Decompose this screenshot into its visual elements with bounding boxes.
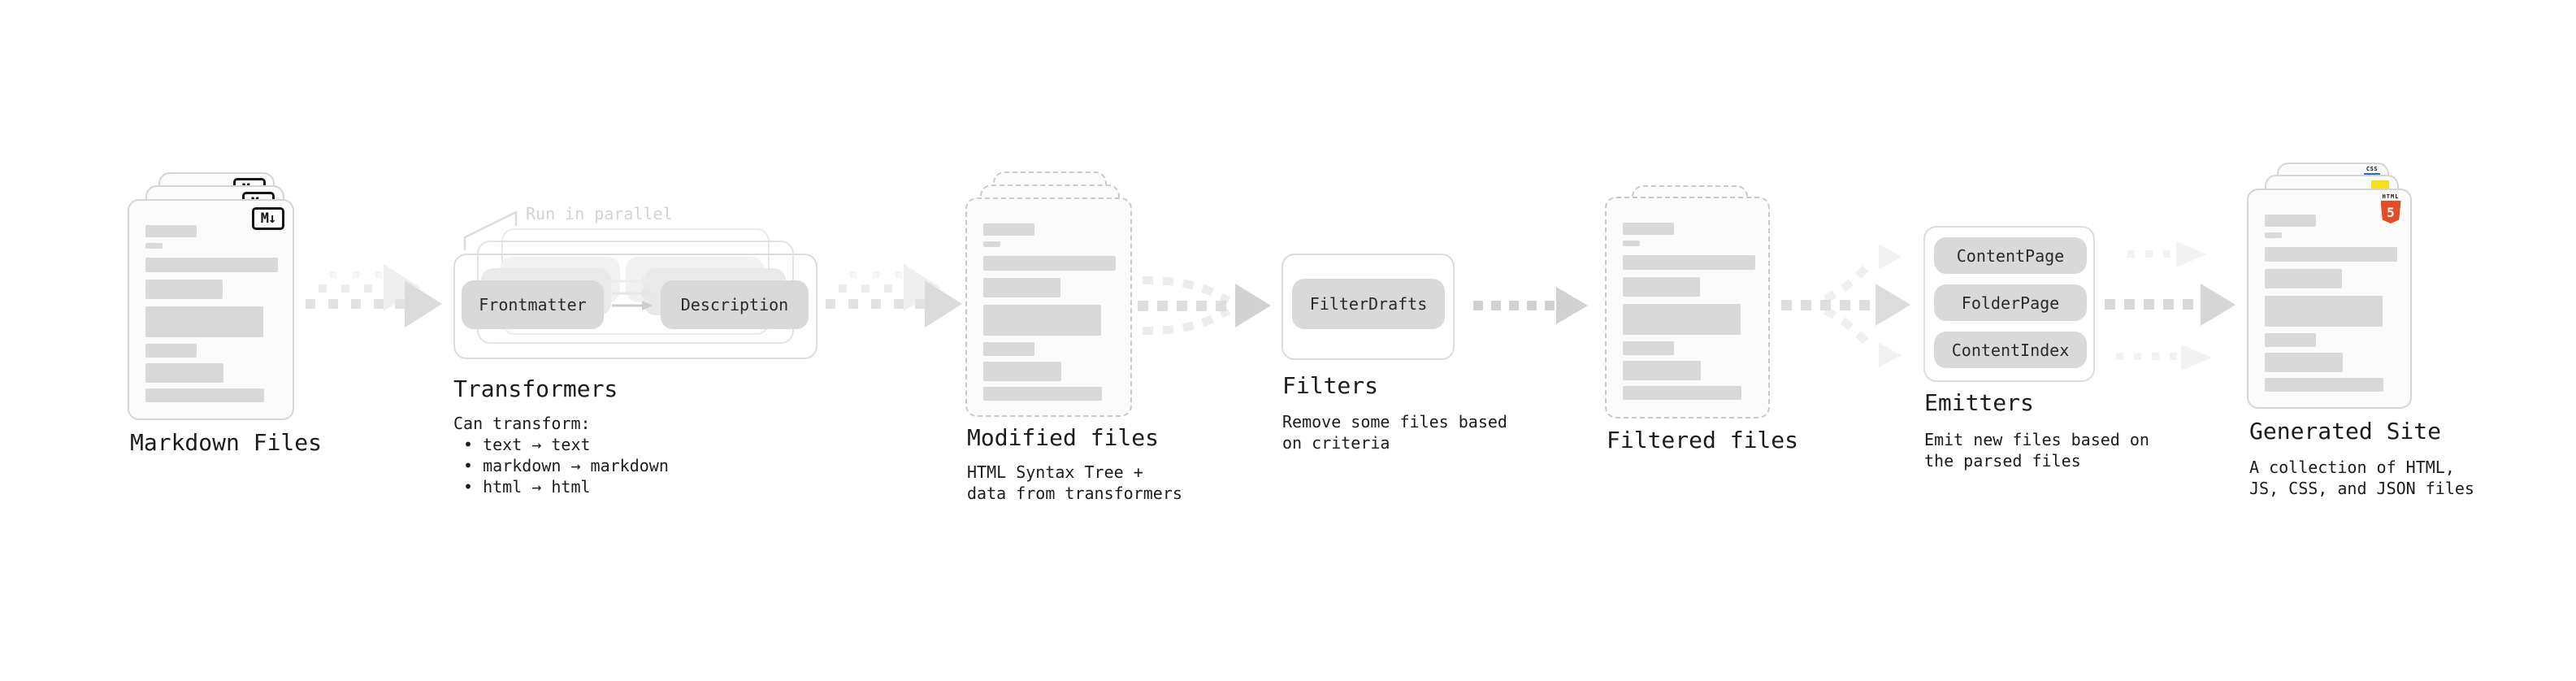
arrow-transformers-to-modified (826, 264, 962, 327)
placeholder-text-bar (145, 363, 223, 383)
placeholder-text-bar (983, 241, 1000, 247)
placeholder-text-bar (1623, 223, 1674, 235)
run-in-parallel-leader-line (463, 210, 518, 250)
generated-site-label: Generated Site (2249, 418, 2442, 445)
html5-icon: HTML 5 (2379, 193, 2403, 223)
filtered-files-label: Filtered files (1607, 427, 1799, 453)
css-icon-word: CSS (2366, 166, 2379, 172)
transformers-bullet: • html → html (463, 477, 591, 497)
placeholder-text-bar (983, 342, 1034, 356)
generated-site-stack: CSS HTML 5 (2247, 163, 2418, 414)
filtered-files-stack (1605, 185, 1776, 425)
modified-file-card-front (965, 197, 1132, 417)
contentindex-pill: ContentIndex (1934, 332, 2087, 368)
folderpage-pill: FolderPage (1934, 284, 2087, 321)
placeholder-text-bar (1623, 277, 1700, 297)
filterdrafts-pill: FilterDrafts (1292, 279, 1445, 329)
arrows-emitters-to-generated (2105, 241, 2236, 371)
placeholder-text-bar (983, 305, 1101, 336)
placeholder-text-bar (1623, 341, 1674, 355)
arrow-filtered-to-emitters-fanout (1781, 245, 1910, 367)
frontmatter-pill: Frontmatter (462, 280, 604, 329)
html5-icon-word: HTML (2382, 193, 2400, 200)
emitters-label: Emitters (1924, 389, 2034, 416)
arrow-markdown-to-transformers (306, 264, 442, 327)
contentpage-pill: ContentPage (1934, 237, 2087, 274)
placeholder-text-bar (1623, 304, 1741, 335)
placeholder-text-bar (2265, 378, 2383, 392)
modified-files-stack (965, 171, 1136, 423)
modified-files-description: HTML Syntax Tree + data from transformer… (967, 462, 1182, 503)
placeholder-text-bar (145, 243, 163, 249)
description-pill: Description (661, 280, 809, 329)
transformers-bullet: • text → text (463, 435, 591, 454)
placeholder-text-bar (1623, 386, 1741, 400)
generated-site-description: A collection of HTML, JS, CSS, and JSON … (2249, 458, 2474, 498)
markdown-icon: M↓ (252, 207, 284, 230)
html5-icon-shield: 5 (2380, 201, 2401, 223)
placeholder-text-bar (2265, 215, 2316, 227)
placeholder-text-bar (983, 387, 1102, 401)
run-in-parallel-annotation: Run in parallel (526, 204, 673, 223)
placeholder-text-bar (983, 362, 1061, 381)
placeholder-text-bar (145, 306, 263, 337)
filters-label: Filters (1282, 372, 1379, 399)
placeholder-text-bar (2265, 232, 2282, 238)
modified-files-label: Modified files (967, 424, 1160, 451)
transformers-description: Can transform: • text → text • markdown … (453, 413, 669, 497)
placeholder-text-bar (1623, 241, 1640, 246)
placeholder-text-bar (145, 225, 197, 237)
placeholder-text-bar (983, 278, 1060, 297)
filters-description: Remove some files based on criteria (1282, 412, 1507, 453)
markdown-file-card-front: M↓ (128, 199, 294, 420)
js-icon (2371, 180, 2389, 189)
placeholder-text-bar (145, 388, 264, 402)
placeholder-text-bar (145, 280, 223, 299)
placeholder-text-bar (983, 223, 1034, 236)
placeholder-text-bar (1623, 255, 1755, 270)
markdown-files-label: Markdown Files (130, 429, 323, 456)
emitters-description: Emit new files based on the parsed files (1924, 430, 2149, 471)
transformers-label: Transformers (453, 375, 618, 402)
arrow-filters-to-filtered (1473, 287, 1588, 324)
placeholder-text-bar (2265, 333, 2316, 347)
placeholder-text-bar (2265, 269, 2342, 288)
markdown-files-stack: M↓ M↓ M↓ (128, 172, 298, 424)
placeholder-text-bar (2265, 247, 2397, 262)
transformer-layer-box-front (453, 254, 817, 359)
transformers-desc-title: Can transform: (453, 414, 591, 433)
transformers-bullet: • markdown → markdown (463, 456, 669, 475)
transformer-inner-arrows (612, 276, 653, 310)
generated-file-card-front: HTML 5 (2247, 189, 2412, 409)
filtered-file-card-front (1605, 197, 1770, 419)
placeholder-text-bar (2265, 353, 2343, 372)
placeholder-text-bar (145, 258, 278, 272)
placeholder-text-bar (145, 344, 197, 358)
placeholder-text-bar (983, 256, 1116, 271)
arrow-modified-to-filters-merge (1138, 276, 1271, 335)
placeholder-text-bar (1623, 361, 1701, 380)
placeholder-text-bar (2265, 296, 2383, 327)
